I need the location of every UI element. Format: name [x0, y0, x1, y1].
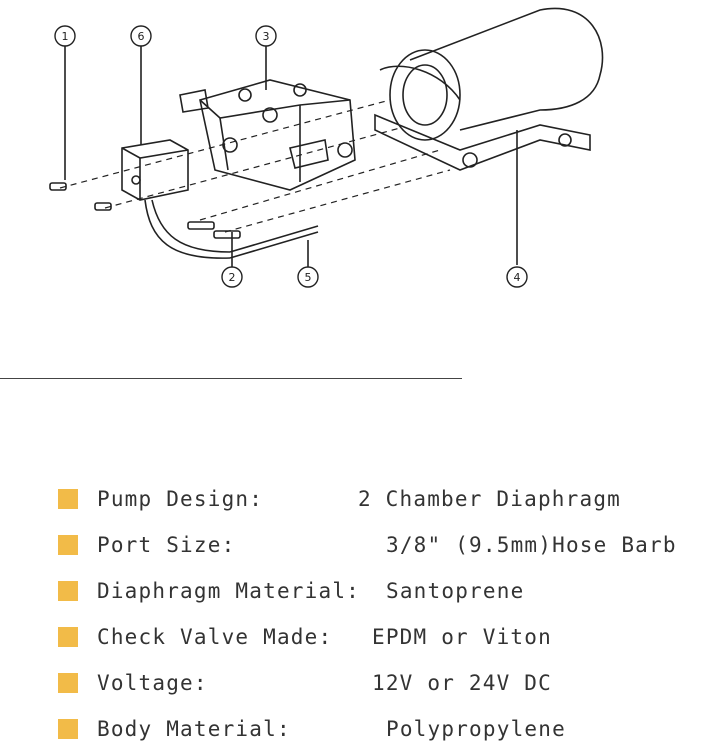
spec-row-voltage: Voltage: 12V or 24V DC: [58, 666, 708, 696]
callout-1: [54, 25, 76, 47]
spec-value: Polypropylene: [386, 717, 566, 741]
spec-label: Port Size:: [97, 533, 236, 557]
callout-4: [506, 266, 528, 288]
callout-label-1: 1: [62, 30, 69, 43]
callout-3: [255, 25, 277, 47]
spec-label: Pump Design:: [97, 487, 264, 511]
callout-label-2: 2: [229, 271, 236, 284]
callout-6: [130, 25, 152, 47]
spec-row-pump-design: Pump Design: 2 Chamber Diaphragm: [58, 482, 708, 512]
spec-value: 12V or 24V DC: [372, 671, 552, 695]
callout-label-5: 5: [305, 271, 312, 284]
pump-exploded-diagram: 1 6 3 2 5 4: [49, 7, 604, 288]
bullet-icon: [58, 489, 78, 509]
spec-row-check-valve: Check Valve Made: EPDM or Viton: [58, 620, 708, 650]
callout-2: [221, 266, 243, 288]
spec-value: EPDM or Viton: [372, 625, 552, 649]
spec-label: Body Material:: [97, 717, 291, 741]
callout-label-6: 6: [138, 30, 145, 43]
spec-label: Voltage:: [97, 671, 208, 695]
section-divider: [0, 378, 462, 379]
callout-label-4: 4: [514, 271, 521, 284]
spec-value: 2 Chamber Diaphragm: [358, 487, 622, 511]
spec-value: 3/8" (9.5mm)Hose Barb: [386, 533, 677, 557]
bullet-icon: [58, 581, 78, 601]
spec-value: Santoprene: [386, 579, 525, 603]
spec-label: Check Valve Made:: [97, 625, 333, 649]
callout-label-3: 3: [263, 30, 270, 43]
bullet-icon: [58, 627, 78, 647]
bullet-icon: [58, 535, 78, 555]
bullet-icon: [58, 673, 78, 693]
spec-row-port-size: Port Size: 3/8" (9.5mm)Hose Barb: [58, 528, 708, 558]
spec-row-body-material: Body Material: Polypropylene: [58, 712, 708, 742]
spec-row-diaphragm-material: Diaphragm Material: Santoprene: [58, 574, 708, 604]
bullet-icon: [58, 719, 78, 739]
callout-5: [297, 266, 319, 288]
spec-label: Diaphragm Material:: [97, 579, 361, 603]
